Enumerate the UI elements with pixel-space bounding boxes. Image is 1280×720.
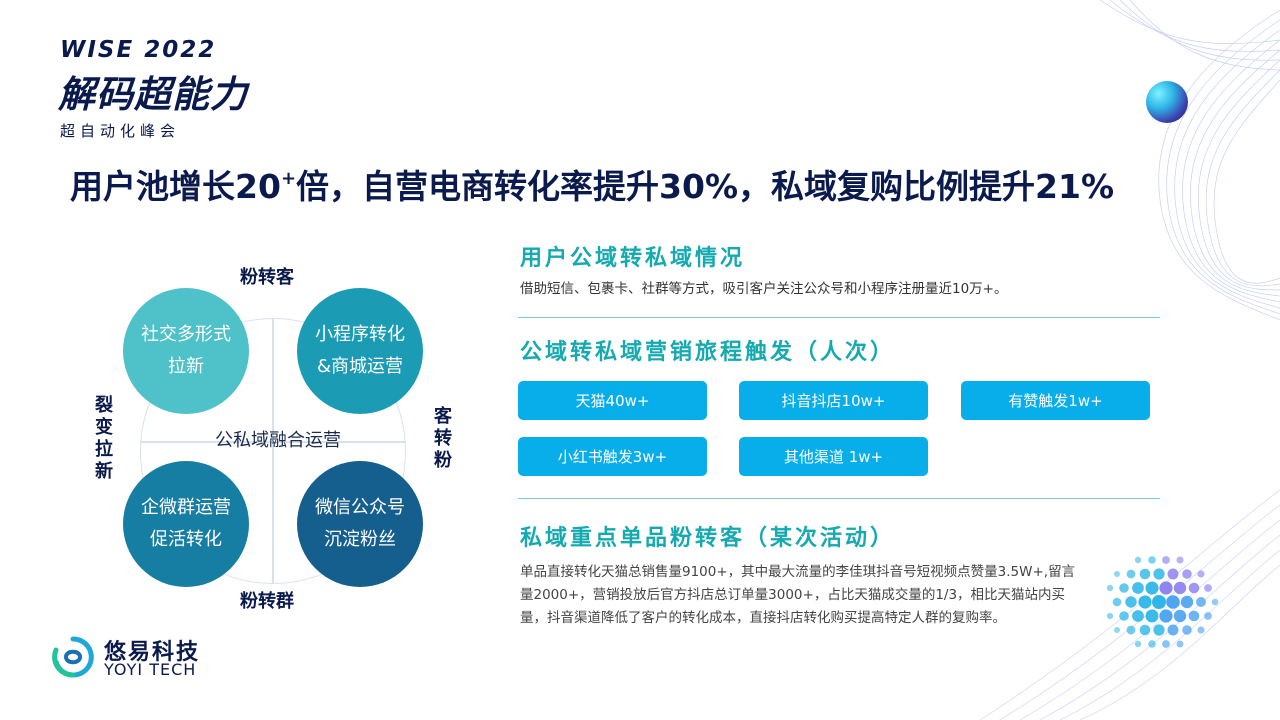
event-subtitle: 超自动化峰会: [60, 122, 181, 140]
channel-pill-other: 其他渠道 1w+: [739, 437, 928, 476]
diagram-horizontal-axis: [140, 441, 406, 443]
section-title-public-to-private: 用户公域转私域情况: [520, 246, 746, 271]
diagram-left-label: 裂变拉新: [95, 395, 113, 482]
diagram-top-label: 粉转客: [240, 267, 294, 288]
bubble-wechat-official: 微信公众号沉淀粉丝: [297, 461, 423, 587]
decorative-dot-cluster: [1106, 556, 1219, 648]
diagram-right-label: 客转粉: [434, 406, 452, 471]
diagram-center-label: 公私域融合运营: [215, 430, 341, 451]
bubble-miniprogram-mall: 小程序转化&商城运营: [297, 288, 423, 414]
company-name-en: YOYI TECH: [104, 660, 197, 679]
decorative-orb: [1146, 81, 1188, 123]
decorative-wave-lines: [1099, 0, 1280, 321]
section-text-fan-to-customer: 单品直接转化天猫总销售量9100+，其中最大流量的李佳琪抖音号短视频点赞量3.5…: [520, 564, 1076, 626]
divider: [518, 498, 1160, 499]
company-logo-icon: [52, 636, 94, 678]
section-title-journey-triggers: 公域转私域营销旅程触发（人次）: [520, 340, 896, 365]
event-name: WISE 2022: [60, 37, 217, 63]
diagram-vertical-axis: [272, 318, 274, 584]
event-title: 解码超能力: [58, 73, 248, 116]
diagram-bottom-label: 粉转群: [240, 591, 294, 612]
bubble-social-acquisition: 社交多形式拉新: [123, 288, 249, 414]
channel-pill-tmall: 天猫40w+: [518, 381, 707, 420]
page-headline: 用户池增长20+倍，自营电商转化率提升30%，私域复购比例提升21%: [70, 167, 1115, 206]
section-text-public-to-private: 借助短信、包裹卡、社群等方式，吸引客户关注公众号和小程序注册量近10万+。: [520, 281, 1008, 297]
bubble-wecom-groups: 企微群运营促活转化: [123, 461, 249, 587]
channel-pill-xiaohongshu: 小红书触发3w+: [518, 437, 707, 476]
section-title-fan-to-customer: 私域重点单品粉转客（某次活动）: [520, 526, 896, 551]
channel-pill-douyin: 抖音抖店10w+: [739, 381, 928, 420]
channel-pill-youzan: 有赞触发1w+: [961, 381, 1150, 420]
divider: [518, 317, 1160, 318]
company-name-cn: 悠易科技: [104, 640, 201, 665]
